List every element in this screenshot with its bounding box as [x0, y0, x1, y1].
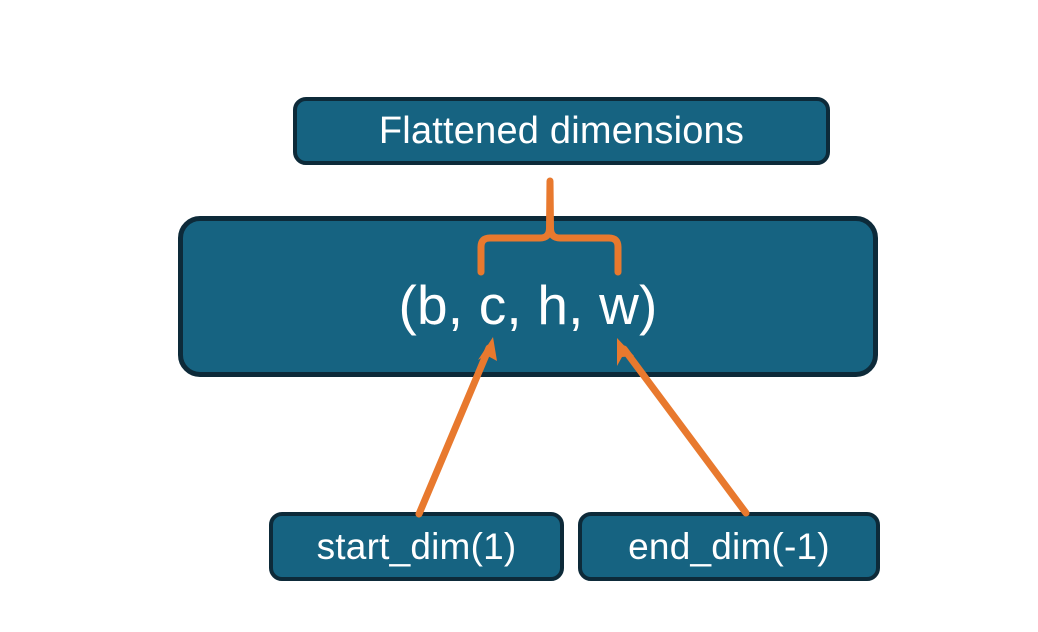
node-end-dim-label: end_dim(-1)	[628, 525, 830, 567]
node-flattened-dimensions[interactable]: Flattened dimensions	[293, 97, 830, 165]
node-start-dim[interactable]: start_dim(1)	[269, 512, 564, 581]
node-end-dim[interactable]: end_dim(-1)	[578, 512, 880, 581]
node-shape-tuple-label: (b, c, h, w)	[398, 274, 658, 336]
node-shape-tuple[interactable]: (b, c, h, w)	[178, 216, 878, 377]
node-flattened-dimensions-label: Flattened dimensions	[378, 109, 745, 152]
node-start-dim-label: start_dim(1)	[316, 525, 517, 567]
